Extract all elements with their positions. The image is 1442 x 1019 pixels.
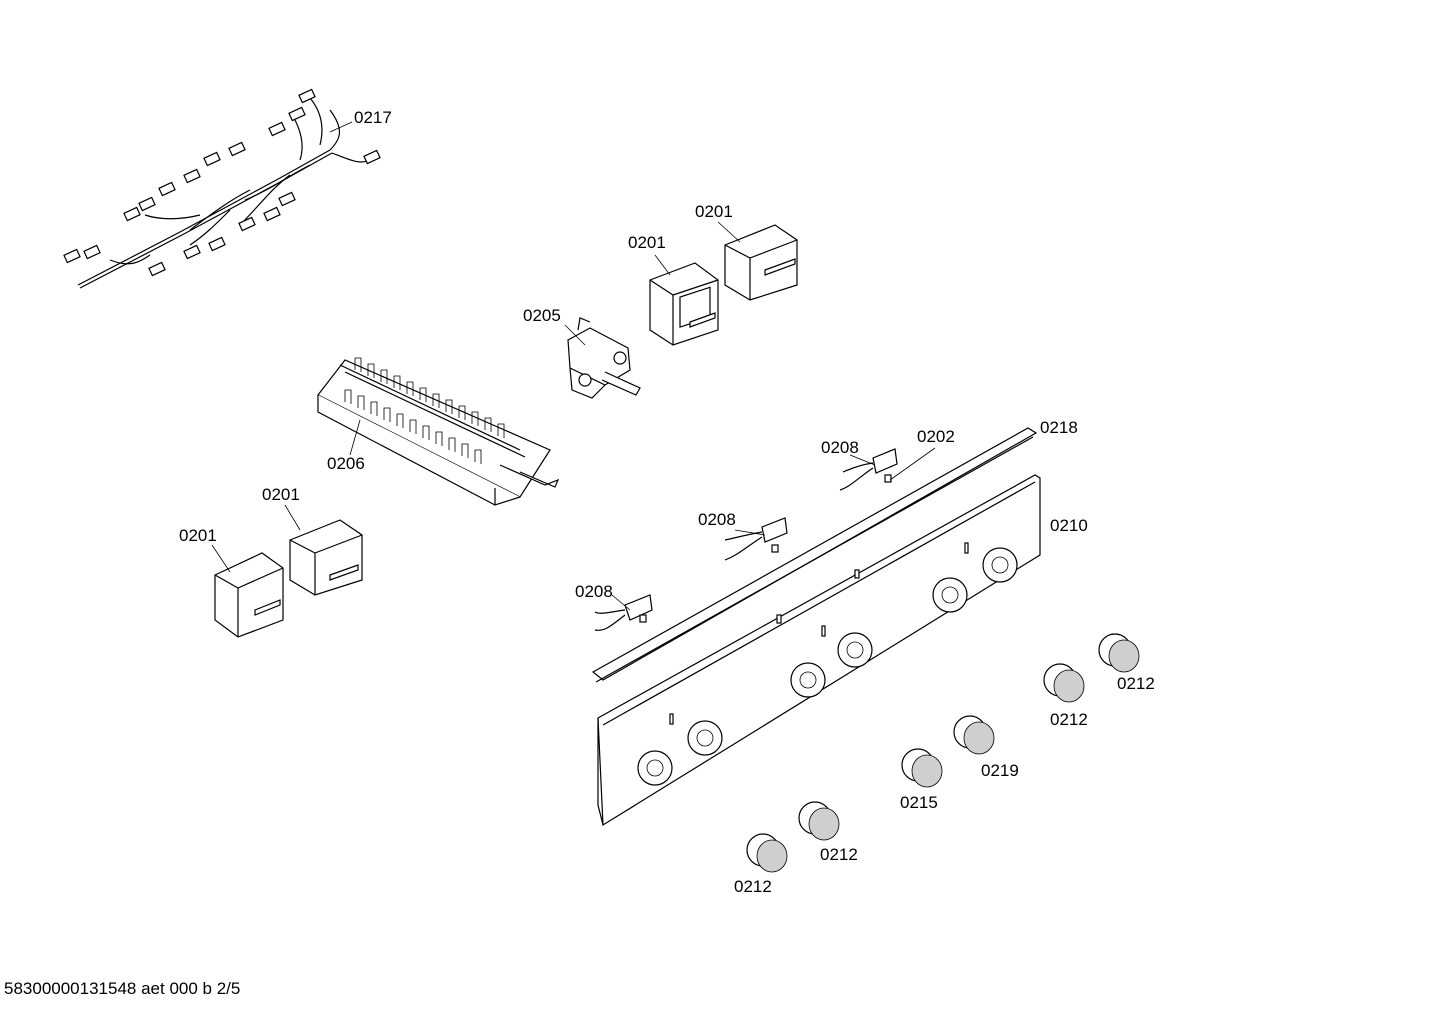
gas-valve-part (567, 317, 641, 399)
leader-lines (211, 121, 936, 611)
label-0210: 0210 (1050, 516, 1088, 535)
knob-0219 (953, 715, 995, 755)
label-0208c: 0208 (575, 582, 613, 601)
energy-regulator-a (649, 262, 719, 346)
energy-regulator-b (724, 224, 798, 301)
ignition-switch-c (839, 448, 898, 491)
label-0201d: 0201 (179, 526, 217, 545)
label-0201a: 0201 (695, 202, 733, 221)
label-0208b: 0208 (698, 510, 736, 529)
selector-switch-part (317, 357, 560, 506)
control-panel-part (597, 474, 1041, 827)
label-0205: 0205 (523, 306, 561, 325)
part-labels: 0217 0201 0201 0205 0206 0201 0201 0208 … (179, 108, 1155, 896)
label-0202: 0202 (917, 427, 955, 446)
knob-0212-c (798, 801, 840, 841)
knob-0212-a (1098, 633, 1140, 673)
knob-0212-b (1043, 663, 1085, 703)
ignition-switch-a (594, 594, 653, 631)
label-0212a: 0212 (1117, 674, 1155, 693)
label-0208a: 0208 (821, 438, 859, 457)
label-0212c: 0212 (820, 845, 858, 864)
label-0212b: 0212 (1050, 710, 1088, 729)
label-0212d: 0212 (734, 877, 772, 896)
label-0201b: 0201 (628, 233, 666, 252)
label-0201c: 0201 (262, 485, 300, 504)
label-0217: 0217 (354, 108, 392, 127)
knob-0212-d (746, 833, 788, 873)
label-0215: 0215 (900, 793, 938, 812)
energy-regulator-c (214, 552, 284, 638)
label-0218: 0218 (1040, 418, 1078, 437)
label-0219: 0219 (981, 761, 1019, 780)
trim-strip-part (591, 427, 1038, 683)
knob-0215 (901, 748, 943, 788)
drawing-number: 58300000131548 aet 000 b 2/5 (4, 979, 241, 998)
label-0206: 0206 (327, 454, 365, 473)
wiring-harness-part (63, 88, 381, 289)
energy-regulator-d (289, 519, 363, 596)
ignition-switch-b (724, 517, 788, 561)
